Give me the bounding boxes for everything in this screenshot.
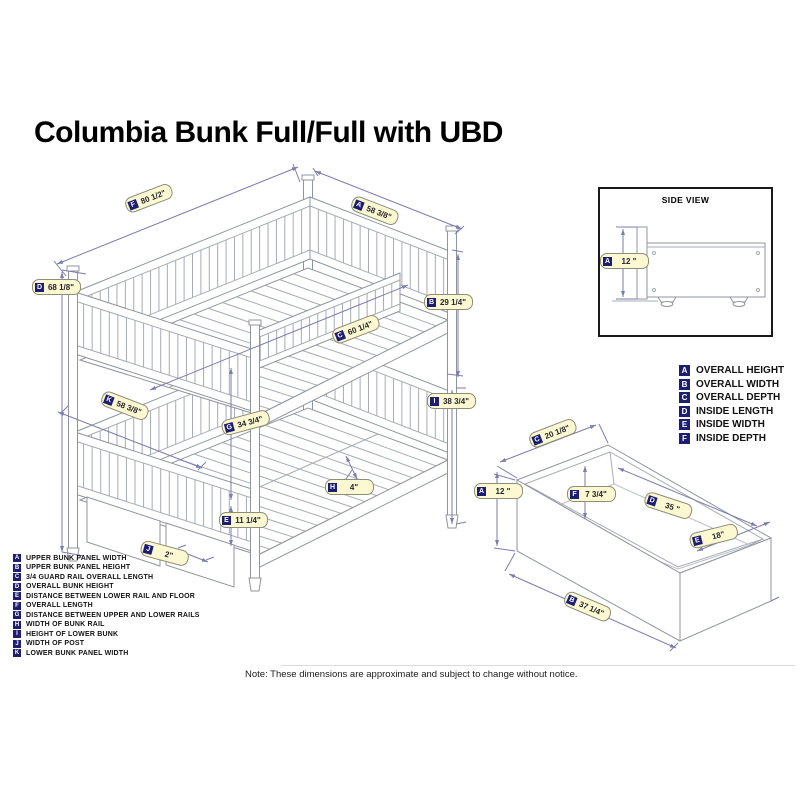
legend-label: OVERALL BUNK HEIGHT	[26, 583, 114, 590]
legend-badge: D	[679, 405, 690, 417]
side-view-title: SIDE VIEW	[661, 195, 710, 205]
dim-value-dw-F: 7 3/4"	[585, 489, 607, 499]
dim-badge-B: B	[427, 297, 436, 307]
legend-row: C 3/4 GUARD RAIL OVERALL LENGTH	[13, 573, 200, 581]
legend-label: DISTANCE BETWEEN LOWER RAIL AND FLOOR	[26, 592, 196, 600]
legend-badge: F	[13, 601, 21, 610]
bed-dim-H: H 4"	[325, 479, 374, 495]
dim-badge-F: F	[127, 198, 139, 211]
bed-legend: A UPPER BUNK PANEL WIDTH B UPPER BUNK PANE…	[13, 554, 200, 659]
dim-badge-G: G	[223, 421, 235, 433]
dim-badge-E: E	[222, 515, 231, 525]
legend-row: J WIDTH OF POST	[13, 639, 200, 648]
legend-badge: G	[13, 611, 21, 619]
note-text: Note: These dimensions are approximate a…	[245, 669, 578, 680]
legend-row: B UPPER BUNK PANEL HEIGHT	[13, 563, 200, 572]
dim-badge-dw-C: C	[531, 433, 543, 446]
legend-badge: C	[679, 392, 690, 404]
legend-badge: B	[13, 563, 21, 572]
bed-dim-I: I 38 3/4"	[427, 393, 476, 409]
legend-row: A UPPER BUNK PANEL WIDTH	[13, 554, 200, 562]
legend-badge: C	[13, 573, 21, 581]
dim-badge-dw-D: D	[646, 494, 658, 506]
legend-badge: E	[13, 592, 21, 600]
note-divider	[281, 665, 795, 666]
side-view-panel: SIDE VIEW	[598, 187, 773, 337]
legend-row: C OVERALL DEPTH	[679, 392, 784, 404]
legend-label: OVERALL HEIGHT	[696, 365, 785, 376]
dim-badge-A: A	[353, 198, 365, 211]
legend-label: OVERALL WIDTH	[696, 378, 780, 390]
legend-label: INSIDE LENGTH	[696, 405, 774, 417]
legend-row: I HEIGHT OF LOWER BUNK	[13, 630, 200, 638]
dim-badge-I: I	[430, 396, 439, 406]
dim-badge-D: D	[35, 282, 44, 292]
legend-badge: B	[679, 378, 690, 390]
dim-value-B: 29 1/4"	[439, 297, 467, 307]
legend-row: K LOWER BUNK PANEL WIDTH	[13, 649, 200, 657]
dim-badge-dw-F: F	[570, 489, 579, 499]
drawer-dim-A: A 12 "	[474, 483, 523, 499]
legend-badge: J	[13, 639, 21, 648]
legend-label: DISTANCE BETWEEN UPPER AND LOWER RAILS	[26, 611, 200, 619]
legend-row: B OVERALL WIDTH	[679, 378, 784, 390]
legend-row: A OVERALL HEIGHT	[679, 365, 784, 376]
bed-dim-D: D 68 1/8"	[32, 279, 81, 295]
dim-value-I: 38 3/4"	[442, 396, 470, 406]
legend-label: OVERALL LENGTH	[26, 602, 93, 609]
legend-badge: E	[679, 419, 690, 431]
dim-badge-sv-A: A	[603, 256, 612, 266]
page-title: Columbia Bunk Full/Full with UBD	[34, 116, 503, 149]
legend-label: OVERALL DEPTH	[696, 392, 781, 404]
bed-dim-B: B 29 1/4"	[424, 294, 473, 310]
legend-label: WIDTH OF BUNK RAIL	[26, 621, 105, 628]
legend-label: WIDTH OF POST	[26, 640, 85, 647]
legend-label: 3/4 GUARD RAIL OVERALL LENGTH	[26, 573, 154, 581]
sideview-dim-A: A 12 "	[600, 253, 649, 269]
legend-label: INSIDE DEPTH	[696, 432, 767, 444]
legend-badge: A	[13, 554, 21, 562]
legend-label: HEIGHT OF LOWER BUNK	[26, 630, 119, 638]
dim-badge-H: H	[328, 482, 337, 492]
legend-label: UPPER BUNK PANEL HEIGHT	[26, 564, 131, 571]
legend-row: F OVERALL LENGTH	[13, 601, 200, 610]
legend-row: F INSIDE DEPTH	[679, 432, 784, 444]
legend-row: H WIDTH OF BUNK RAIL	[13, 620, 200, 629]
legend-badge: F	[679, 432, 690, 444]
legend-badge: A	[679, 365, 690, 376]
dim-badge-K: K	[103, 393, 115, 406]
legend-row: D INSIDE LENGTH	[679, 405, 784, 417]
legend-row: G DISTANCE BETWEEN UPPER AND LOWER RAILS	[13, 611, 200, 619]
dim-value-E: 11 1/4"	[235, 515, 261, 525]
drawer-legend: A OVERALL HEIGHT B OVERALL WIDTH C OVERALL …	[679, 365, 784, 447]
legend-badge: D	[13, 582, 21, 591]
dim-value-H: 4"	[349, 482, 359, 492]
dim-badge-C: C	[334, 329, 346, 342]
legend-label: LOWER BUNK PANEL WIDTH	[26, 649, 129, 657]
dim-value-D: 68 1/8"	[47, 282, 75, 292]
legend-row: D OVERALL BUNK HEIGHT	[13, 582, 200, 591]
legend-row: E DISTANCE BETWEEN LOWER RAIL AND FLOOR	[13, 592, 200, 600]
legend-label: INSIDE WIDTH	[696, 419, 765, 431]
legend-row: E INSIDE WIDTH	[679, 419, 784, 431]
dim-value-J: 2"	[163, 549, 175, 560]
dim-badge-dw-E: E	[691, 534, 703, 546]
dim-badge-dw-A: A	[477, 486, 486, 496]
dim-value-dw-A: 12 "	[495, 486, 511, 496]
dim-badge-dw-B: B	[566, 594, 578, 606]
dim-value-dw-E: 18"	[710, 529, 726, 541]
dim-badge-J: J	[142, 543, 154, 555]
legend-badge: I	[13, 630, 21, 638]
legend-badge: K	[13, 649, 21, 657]
drawer-dim-F: F 7 3/4"	[567, 486, 616, 502]
bed-dim-E: E 11 1/4"	[219, 512, 268, 528]
legend-badge: H	[13, 620, 21, 629]
legend-label: UPPER BUNK PANEL WIDTH	[26, 554, 127, 562]
dim-value-sv-A: 12 "	[621, 256, 637, 266]
